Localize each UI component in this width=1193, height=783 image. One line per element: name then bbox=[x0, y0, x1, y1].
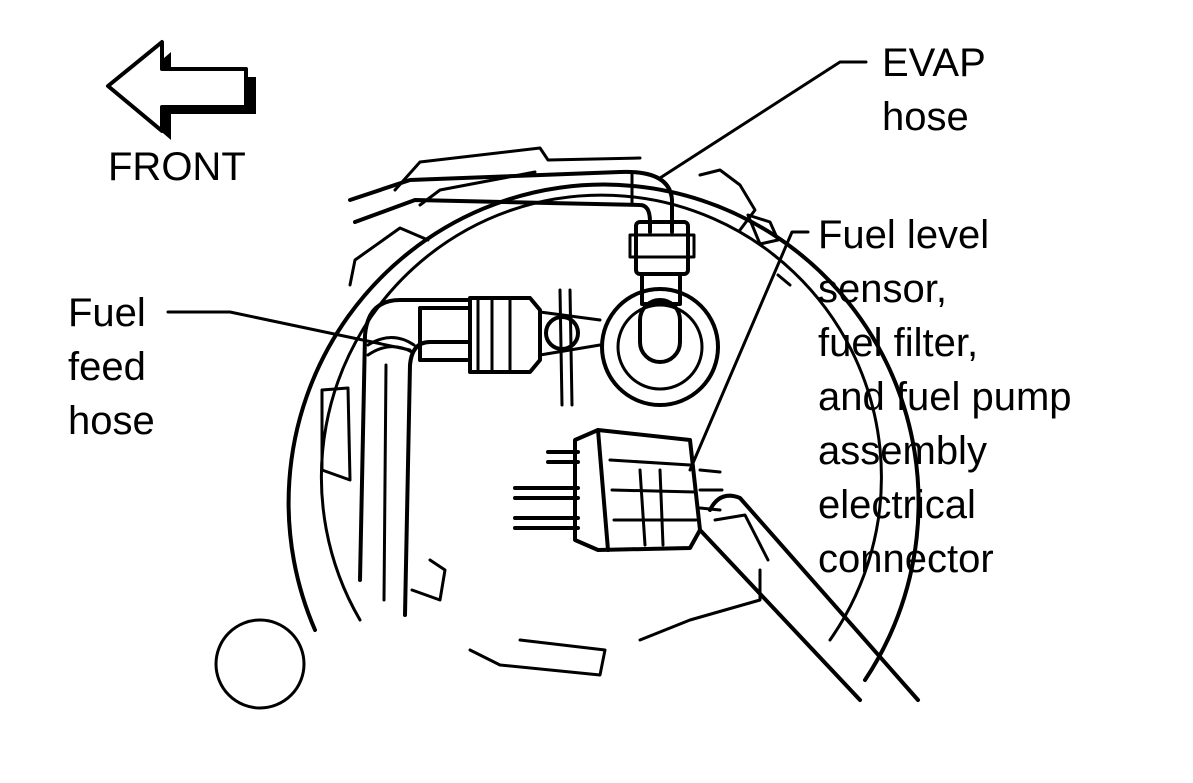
connector-label-line: assembly bbox=[818, 429, 987, 473]
pump-flange bbox=[286, 146, 921, 682]
connector-label-line: fuel filter, bbox=[818, 321, 978, 365]
evap-hose bbox=[348, 169, 696, 306]
arrow-left-icon bbox=[106, 40, 256, 140]
electrical-connector bbox=[513, 428, 920, 702]
connector-label-line: sensor, bbox=[818, 267, 947, 311]
fuel-feed-hose-leader bbox=[166, 310, 412, 352]
connector-label-line: and fuel pump bbox=[818, 375, 1072, 419]
connector-label-line: Fuel level bbox=[818, 213, 989, 257]
fuel-feed-hose-label-line: hose bbox=[68, 399, 155, 443]
evap-hose-label-line: EVAP bbox=[882, 41, 985, 85]
fuel-filter-fitting bbox=[600, 287, 720, 407]
connector-label-line: connector bbox=[818, 537, 994, 581]
fuel-feed-hose bbox=[358, 288, 602, 617]
bolt-hole bbox=[214, 618, 306, 710]
fuel-feed-hose-label-line: feed bbox=[68, 345, 146, 389]
evap-hose-leader bbox=[658, 60, 868, 180]
evap-hose-label-line: hose bbox=[882, 95, 969, 139]
direction-label: FRONT bbox=[108, 145, 246, 189]
sensor-assembly-connector-label: Fuel level sensor, fuel filter, and fuel… bbox=[818, 213, 1083, 581]
fuel-feed-hose-label-line: Fuel bbox=[68, 291, 146, 335]
fuel-feed-hose-label: Fuel feed hose bbox=[68, 291, 157, 443]
connector-label-line: electrical bbox=[818, 483, 976, 527]
evap-hose-label: EVAP hose bbox=[882, 41, 996, 139]
connector-leader bbox=[688, 230, 810, 472]
